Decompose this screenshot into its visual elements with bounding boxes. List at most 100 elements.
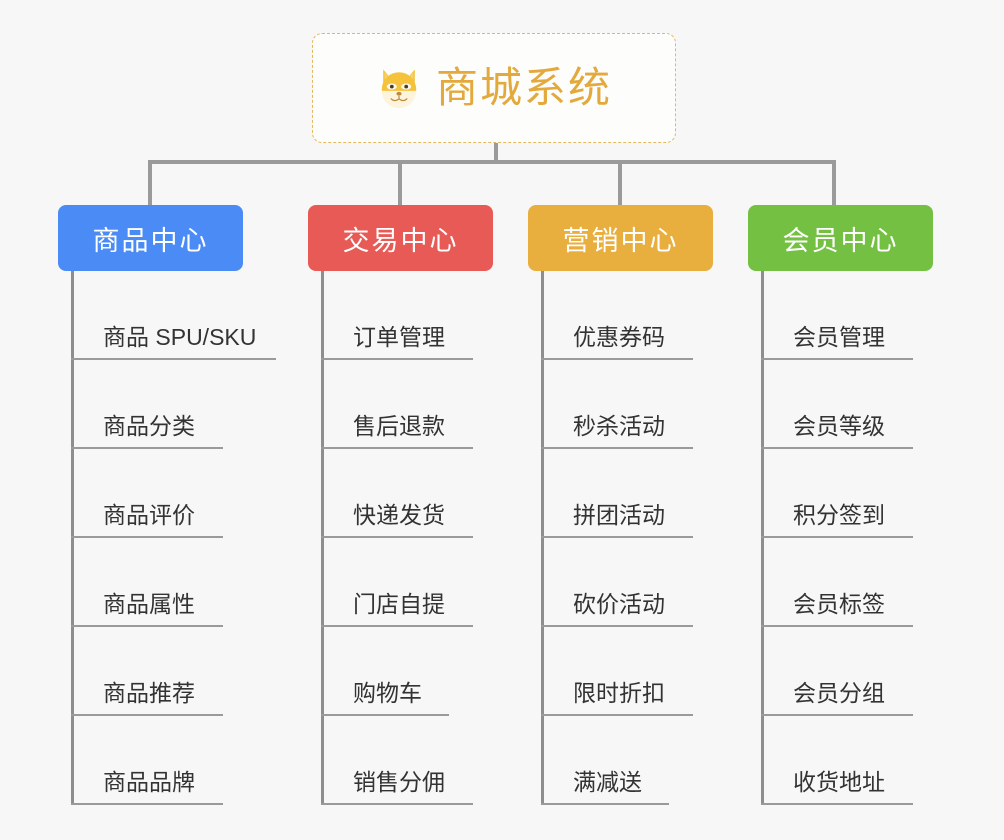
branch-item[interactable]: 拼团活动 [528, 449, 713, 538]
branch-spine [71, 271, 74, 805]
branch-header[interactable]: 营销中心 [528, 205, 713, 271]
shiba-dog-face-icon [376, 65, 422, 111]
branch-item-label: 满减送 [573, 769, 642, 795]
branch-item-label: 商品评价 [103, 502, 195, 528]
branch-item[interactable]: 售后退款 [308, 360, 493, 449]
branch-item-underline [761, 714, 913, 716]
branch-item[interactable]: 砍价活动 [528, 538, 713, 627]
branch-item[interactable]: 商品属性 [58, 538, 243, 627]
branch-item[interactable]: 积分签到 [748, 449, 933, 538]
branch-header-label: 会员中心 [782, 225, 899, 256]
branch-item-underline [761, 803, 913, 805]
branch-item-underline [541, 625, 693, 627]
branch-item[interactable]: 商品分类 [58, 360, 243, 449]
branch-item[interactable]: 满减送 [528, 716, 713, 805]
branch-item-label: 会员管理 [793, 324, 885, 350]
connector-drop-4 [832, 160, 836, 207]
branch-item-underline [541, 447, 693, 449]
branch-column: 交易中心订单管理售后退款快递发货门店自提购物车销售分佣 [308, 205, 493, 805]
branch-item-underline [541, 803, 669, 805]
branch-item-label: 商品分类 [103, 413, 195, 439]
branch-item[interactable]: 限时折扣 [528, 627, 713, 716]
branch-item-underline [71, 803, 223, 805]
branch-item[interactable]: 订单管理 [308, 271, 493, 360]
branch-item-underline [761, 625, 913, 627]
branch-item-underline [321, 803, 473, 805]
connector-drop-1 [148, 160, 152, 207]
branch-item-list: 优惠券码秒杀活动拼团活动砍价活动限时折扣满减送 [528, 271, 713, 805]
branch-spine [541, 271, 544, 805]
branch-column: 营销中心优惠券码秒杀活动拼团活动砍价活动限时折扣满减送 [528, 205, 713, 805]
branch-item-underline [761, 447, 913, 449]
branch-item[interactable]: 购物车 [308, 627, 493, 716]
branch-item[interactable]: 商品评价 [58, 449, 243, 538]
branch-item-underline [761, 536, 913, 538]
connector-drop-2 [398, 160, 402, 207]
branch-item-label: 砍价活动 [573, 591, 665, 617]
branch-item-label: 订单管理 [353, 324, 445, 350]
branch-item-label: 商品 SPU/SKU [103, 324, 257, 350]
branch-item[interactable]: 收货地址 [748, 716, 933, 805]
branch-header-label: 交易中心 [342, 225, 459, 256]
branch-item[interactable]: 销售分佣 [308, 716, 493, 805]
branch-spine [761, 271, 764, 805]
branch-item[interactable]: 会员标签 [748, 538, 933, 627]
branch-item-label: 门店自提 [353, 591, 445, 617]
branch-item-underline [321, 714, 449, 716]
branch-item-underline [321, 625, 473, 627]
root-title: 商城系统 [435, 64, 612, 111]
branch-item-underline [71, 714, 223, 716]
branch-header-label: 营销中心 [562, 225, 679, 256]
branch-item-list: 订单管理售后退款快递发货门店自提购物车销售分佣 [308, 271, 493, 805]
branch-item-underline [541, 714, 693, 716]
branch-item[interactable]: 商品 SPU/SKU [58, 271, 276, 360]
branch-item[interactable]: 门店自提 [308, 538, 493, 627]
branch-item-list: 商品 SPU/SKU 商品分类商品评价商品属性商品推荐商品品牌 [58, 271, 276, 805]
branch-item-underline [541, 358, 693, 360]
branch-item-underline [761, 358, 913, 360]
connector-drop-3 [618, 160, 622, 207]
branch-item[interactable]: 秒杀活动 [528, 360, 713, 449]
branch-item-label: 商品品牌 [103, 769, 195, 795]
branch-item-underline [321, 447, 473, 449]
branch-item-label: 会员分组 [793, 680, 885, 706]
branch-item-underline [321, 536, 473, 538]
branch-spine [321, 271, 324, 805]
branch-item-label: 商品属性 [103, 591, 195, 617]
branch-item-label: 售后退款 [353, 413, 445, 439]
branch-header[interactable]: 会员中心 [748, 205, 933, 271]
branch-item[interactable]: 商品品牌 [58, 716, 243, 805]
branch-item[interactable]: 商品推荐 [58, 627, 243, 716]
branch-item-label: 购物车 [353, 680, 422, 706]
connector-root-stem [494, 143, 498, 163]
branch-item-label: 会员标签 [793, 591, 885, 617]
branch-item-label: 快递发货 [353, 502, 445, 528]
branch-item-underline [71, 447, 223, 449]
branch-item-label: 拼团活动 [573, 502, 665, 528]
branch-item[interactable]: 会员等级 [748, 360, 933, 449]
connector-horizontal-bus [148, 160, 836, 164]
branch-item-underline [541, 536, 693, 538]
branch-item[interactable]: 会员分组 [748, 627, 933, 716]
branch-item[interactable]: 快递发货 [308, 449, 493, 538]
branch-item-label: 优惠券码 [573, 324, 665, 350]
branch-column: 商品中心商品 SPU/SKU 商品分类商品评价商品属性商品推荐商品品牌 [58, 205, 276, 805]
branch-item-label: 会员等级 [793, 413, 885, 439]
branch-item-label: 收货地址 [793, 769, 885, 795]
branch-column: 会员中心会员管理会员等级积分签到会员标签会员分组收货地址 [748, 205, 933, 805]
branch-item-label: 秒杀活动 [573, 413, 665, 439]
branch-item-underline [71, 625, 223, 627]
root-node[interactable]: 商城系统 [312, 33, 676, 143]
branch-item-underline [71, 358, 276, 360]
branch-item-label: 销售分佣 [353, 769, 445, 795]
branch-item[interactable]: 优惠券码 [528, 271, 713, 360]
branch-item-list: 会员管理会员等级积分签到会员标签会员分组收货地址 [748, 271, 933, 805]
branch-header[interactable]: 交易中心 [308, 205, 493, 271]
branch-header-label: 商品中心 [92, 225, 209, 256]
branch-item-label: 商品推荐 [103, 680, 195, 706]
branch-item-label: 限时折扣 [573, 680, 665, 706]
branch-item[interactable]: 会员管理 [748, 271, 933, 360]
branch-item-label: 积分签到 [793, 502, 885, 528]
branch-header[interactable]: 商品中心 [58, 205, 243, 271]
